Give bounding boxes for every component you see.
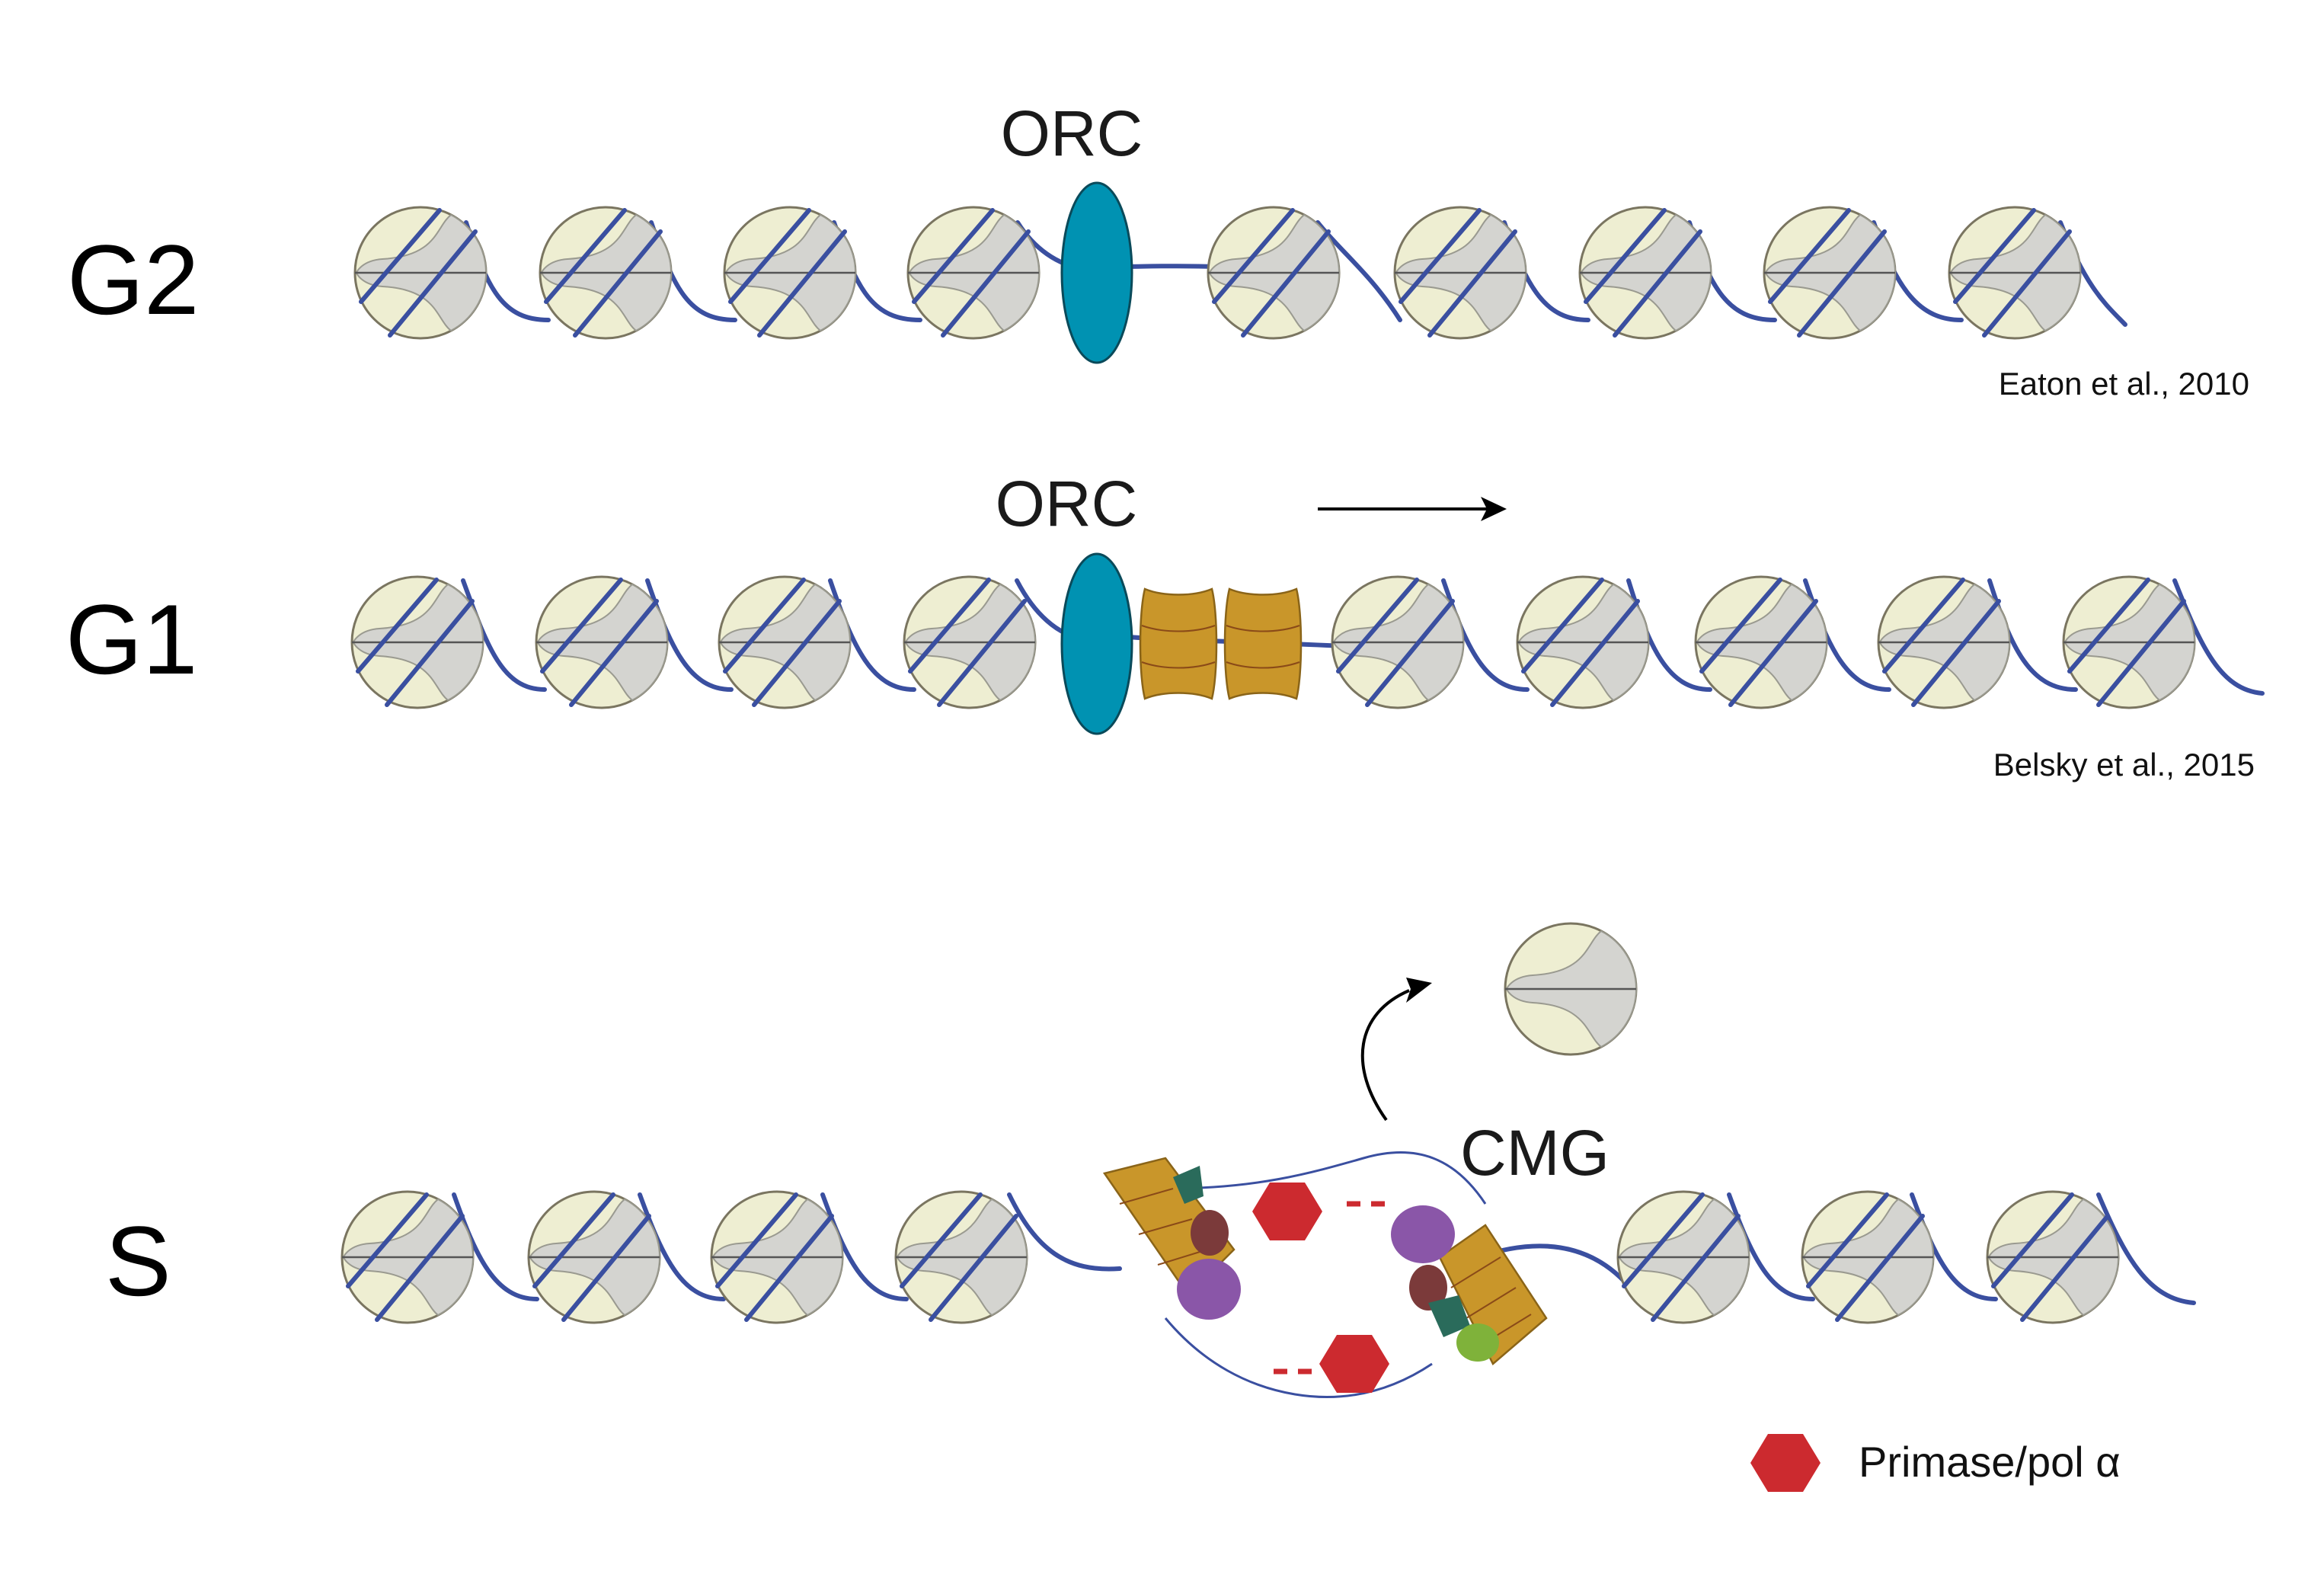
nucleosome <box>1332 577 1463 708</box>
phase-label-s: S <box>105 1205 171 1317</box>
cmg-label: CMG <box>1460 1117 1610 1189</box>
primase-pol-alpha <box>1274 1335 1389 1393</box>
direction-arrow <box>1318 497 1507 521</box>
mcm-hexamer <box>1223 587 1303 700</box>
nucleosome <box>1517 577 1648 708</box>
orc-label-g1: ORC <box>996 468 1138 539</box>
evicted-nucleosome <box>1504 922 1638 1056</box>
dna-strand <box>464 220 2127 327</box>
orc-complex <box>1060 552 1133 735</box>
nucleosome <box>536 577 667 708</box>
nucleosome <box>719 577 850 708</box>
legend-label: Primase/pol α <box>1859 1438 2121 1486</box>
orc-complex <box>1060 181 1133 364</box>
citation-g2: Eaton et al., 2010 <box>1999 366 2249 402</box>
purple-subunit <box>1177 1259 1241 1320</box>
mcm-double-hexamer <box>1139 587 1303 700</box>
nucleosome <box>724 207 855 338</box>
nucleosome <box>1878 577 2009 708</box>
replication-bubble <box>1164 1151 1487 1399</box>
nucleosome <box>540 207 671 338</box>
phase-label-g2: G2 <box>67 224 199 335</box>
nucleosome <box>1802 1192 1933 1323</box>
nucleosome <box>352 577 483 708</box>
nucleosome <box>908 207 1039 338</box>
nucleosome <box>1696 577 1827 708</box>
g2-row: G2 ORC Eaton et al., 2010 <box>67 98 2249 402</box>
dna-strand <box>452 1192 2196 1305</box>
eviction-arrow <box>1360 978 1432 1122</box>
g1-row: G1 ORC Belsky et al., 2015 <box>66 468 2265 782</box>
phase-label-g1: G1 <box>66 584 197 695</box>
nucleosome <box>904 577 1035 708</box>
nucleosome <box>529 1192 660 1323</box>
s-row: S <box>105 922 2196 1399</box>
orc-label-g2: ORC <box>1001 98 1143 169</box>
nucleosome <box>355 207 486 338</box>
mcm-hexamer <box>1139 587 1218 700</box>
nucleosome <box>2063 577 2195 708</box>
citation-g1: Belsky et al., 2015 <box>1993 747 2255 782</box>
nucleosome <box>896 1192 1027 1323</box>
cmg-helicase-left <box>1102 1157 1241 1320</box>
nucleosome <box>1580 207 1711 338</box>
purple-subunit <box>1391 1205 1455 1263</box>
primase-pol-alpha <box>1252 1183 1394 1240</box>
primase-legend-icon <box>1750 1434 1821 1492</box>
nucleosome <box>342 1192 473 1323</box>
nucleosome <box>1987 1192 2118 1323</box>
nucleosome <box>1764 207 1895 338</box>
nucleosome <box>1208 207 1339 338</box>
legend: Primase/pol α <box>1750 1434 2121 1492</box>
nucleosome <box>711 1192 842 1323</box>
cmg-helicase-right <box>1391 1205 1548 1365</box>
nucleosome <box>1949 207 2080 338</box>
nucleosome <box>1395 207 1526 338</box>
nucleosome <box>1618 1192 1749 1323</box>
